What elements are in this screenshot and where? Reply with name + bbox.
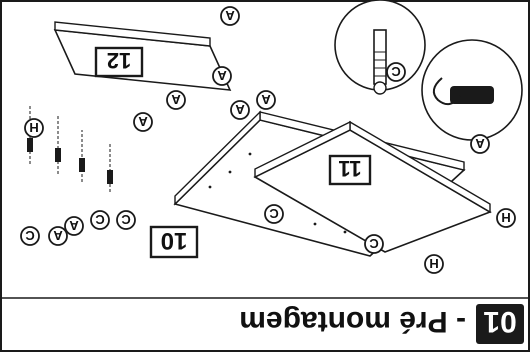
part-letter: A	[235, 102, 245, 117]
part-letter: C	[95, 212, 105, 227]
step-number: 01	[483, 305, 516, 338]
panel-11-number: 11	[338, 156, 361, 181]
callout-a-5: A	[230, 100, 250, 120]
callout-c-5: C	[116, 210, 136, 230]
callout-c-6: C	[20, 226, 40, 246]
part-letter: A	[53, 228, 63, 243]
part-letter: H	[429, 256, 438, 271]
part-letter: A	[171, 92, 181, 107]
panel-11-board: 11	[253, 120, 492, 253]
panel-11-number-box	[328, 154, 372, 186]
callout-c-1: C	[386, 62, 406, 82]
panel-10-side-edge	[174, 110, 261, 206]
callout-c-4: C	[90, 210, 110, 230]
part-letter: C	[25, 228, 35, 243]
part-letter: C	[391, 64, 401, 79]
dowel-icon	[450, 86, 494, 104]
panel-12-edge	[54, 21, 211, 47]
panel-12-number: 12	[107, 48, 131, 73]
callout-a-9: A	[64, 216, 84, 236]
header-band	[2, 298, 528, 350]
part-letter: C	[121, 212, 131, 227]
callout-a-4: A	[133, 112, 153, 132]
part-letter: C	[369, 236, 379, 251]
part-letter: A	[475, 136, 485, 151]
hand-icon	[432, 77, 461, 106]
panel-12-board: 12	[53, 21, 232, 91]
panel-12-number-box	[94, 46, 144, 78]
part-letter: A	[138, 114, 148, 129]
step-header: 01 - Pré montagem	[2, 297, 528, 350]
part-callouts: A A A A A A A A	[20, 6, 516, 274]
callout-c-3: C	[364, 234, 384, 254]
callout-a-2: A	[212, 66, 232, 86]
callout-c-2: C	[264, 204, 284, 224]
callout-a-7: A	[470, 134, 490, 154]
callout-a-1: A	[220, 6, 240, 26]
panel-11-side-edge	[254, 120, 351, 179]
callout-h-2: H	[496, 208, 516, 228]
part-letter: A	[261, 92, 271, 107]
callout-a-8: A	[48, 226, 68, 246]
step-title: - Pré montagem	[239, 305, 466, 338]
callout-h-3: H	[24, 118, 44, 138]
part-letter: H	[501, 210, 510, 225]
part-letter: A	[69, 218, 79, 233]
part-letter: A	[217, 68, 227, 83]
callout-a-3: A	[166, 90, 186, 110]
part-letter: H	[29, 120, 38, 135]
step-number-badge	[476, 304, 524, 344]
detail-circle-dowel	[421, 39, 523, 141]
panel-10-number: 10	[161, 227, 188, 254]
callout-h-1: H	[424, 254, 444, 274]
part-letter: C	[269, 206, 279, 221]
part-letter: A	[225, 8, 235, 23]
callout-a-6: A	[256, 90, 276, 110]
panel-10-number-box	[149, 225, 199, 259]
panel-10-fittings	[27, 106, 113, 192]
